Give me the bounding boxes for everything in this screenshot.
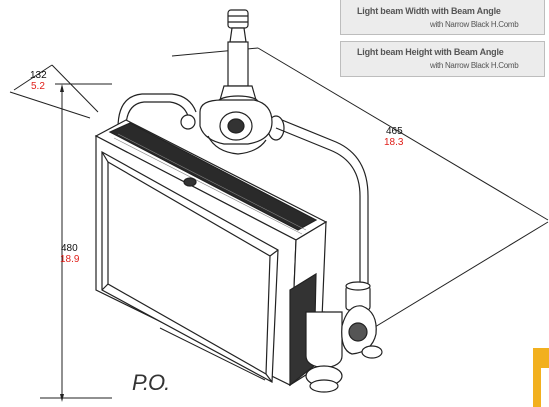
po-label: P.O. (132, 370, 170, 395)
legend-height-subtitle: with Narrow Black H.Comb (430, 61, 519, 70)
legend-height-title: Light beam Height with Beam Angle (357, 47, 504, 57)
yoke-knobs (305, 281, 383, 393)
depth-dim-line (13, 64, 53, 91)
base-ext-line (159, 327, 266, 381)
corner-badge (533, 348, 549, 407)
legend-height-box: Light beam Height with Beam Angle with N… (340, 41, 545, 77)
depth-mm-label: 132 (30, 70, 47, 81)
height-inch-label: 18.9 (60, 254, 80, 265)
spigot-assembly (180, 9, 273, 155)
width-dim-line (257, 47, 549, 221)
depth-ext-line (9, 91, 91, 119)
yoke-tube (117, 93, 369, 290)
legend-width-title: Light beam Width with Beam Angle (357, 6, 501, 16)
legend-width-box: Light beam Width with Beam Angle with Na… (340, 0, 545, 35)
width-mm-label: 465 (386, 126, 403, 137)
legend-width-subtitle: with Narrow Black H.Comb (430, 20, 519, 29)
fixture-body (94, 119, 328, 387)
width-ext-bottom (369, 221, 549, 331)
width-inch-label: 18.3 (384, 137, 404, 148)
depth-ext-line-2 (51, 64, 99, 113)
depth-inch-label: 5.2 (31, 81, 45, 92)
height-mm-label: 480 (61, 243, 78, 254)
